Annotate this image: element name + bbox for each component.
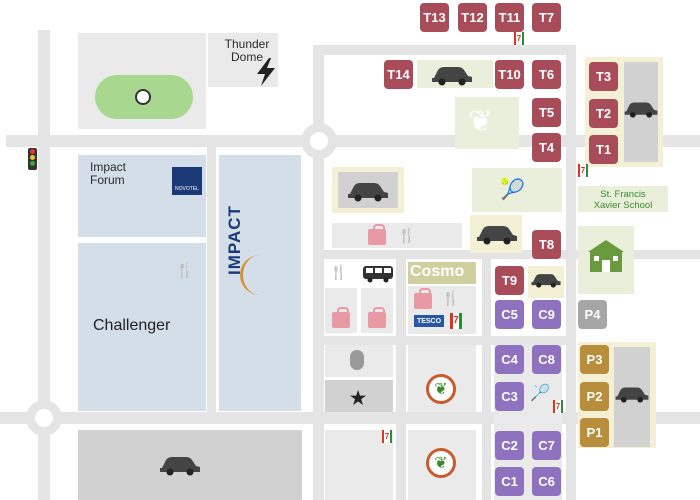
car-icon: [531, 274, 561, 288]
parking-tag-p1[interactable]: P1: [580, 418, 609, 447]
school-label-block: [578, 186, 668, 212]
parking-tag-c1[interactable]: C1: [495, 467, 524, 496]
tennis-icon: 🏸: [530, 385, 550, 402]
impact-forum-label: Impact Forum: [90, 160, 127, 187]
road-top-horizontal: [313, 45, 575, 55]
challenger-label: Challenger: [93, 317, 171, 334]
tesco-logo: TESCO: [414, 315, 444, 327]
car-icon: [624, 102, 658, 118]
parking-tag-t2[interactable]: T2: [589, 99, 618, 128]
impact-logo-arc: [240, 255, 263, 295]
parking-tag-t12[interactable]: T12: [458, 3, 487, 32]
shopping-bag-icon: [368, 307, 386, 328]
fork-knife-icon: 🍴: [442, 290, 460, 306]
seven-eleven-icon: 7: [553, 400, 563, 413]
parking-tag-c2[interactable]: C2: [495, 431, 524, 460]
parking-tag-c4[interactable]: C4: [495, 345, 524, 374]
parking-tag-t7[interactable]: T7: [532, 3, 561, 32]
seven-eleven-icon: 7: [382, 430, 392, 443]
shopping-bag-icon: [414, 288, 432, 309]
parking-tag-t9[interactable]: T9: [495, 266, 524, 295]
parking-tag-c9[interactable]: C9: [532, 300, 561, 329]
car-icon: [432, 67, 472, 86]
parking-tag-c5[interactable]: C5: [495, 300, 524, 329]
microphone-icon: [350, 350, 364, 370]
parking-tag-c8[interactable]: C8: [532, 345, 561, 374]
soccer-ball-icon: [135, 89, 151, 105]
tree-icon: ❦: [468, 105, 494, 138]
parking-tag-t6[interactable]: T6: [532, 60, 561, 89]
shopping-bag-icon: [368, 224, 386, 245]
thai-leaf-icon: ❦: [426, 448, 456, 478]
car-icon: [615, 387, 649, 403]
parking-tag-t5[interactable]: T5: [532, 98, 561, 127]
parking-tag-p3[interactable]: P3: [580, 345, 609, 374]
roundabout-top: [301, 123, 337, 159]
road-mid-horizontal: [313, 250, 700, 259]
traffic-light-icon: [28, 148, 37, 170]
car-icon: [348, 183, 388, 202]
fork-knife-icon: 🍴: [176, 262, 194, 278]
parking-tag-t1[interactable]: T1: [589, 135, 618, 164]
road-mid-vertical-west: [207, 147, 216, 412]
parking-tag-c6[interactable]: C6: [532, 467, 561, 496]
parking-tag-p4[interactable]: P4: [578, 300, 607, 329]
park-block: [455, 97, 519, 149]
bus-icon: [363, 266, 393, 283]
lightning-icon: [257, 58, 275, 86]
road-upper-horizontal: [6, 135, 700, 147]
parking-tag-p2[interactable]: P2: [580, 382, 609, 411]
tennis-block: [472, 168, 562, 212]
school-icon: [588, 240, 624, 272]
shopping-bag-icon: [332, 307, 350, 328]
shop-dining-strip: [332, 223, 462, 248]
parking-tag-t3[interactable]: T3: [589, 62, 618, 91]
school-label: St. Francis Xavier School: [593, 189, 653, 211]
parking-tag-t11[interactable]: T11: [495, 3, 524, 32]
road-west-vertical: [38, 30, 50, 500]
thai-leaf-icon: ❦: [426, 374, 456, 404]
road-inner-vertical: [396, 258, 406, 500]
road-inner-vertical-2: [482, 258, 491, 500]
thunder-dome-label: Thunder Dome: [224, 37, 270, 64]
fork-knife-icon: 🍴: [398, 227, 416, 243]
seven-eleven-icon: 7: [578, 164, 588, 177]
novotel-logo: NOVOTEL: [172, 167, 202, 195]
parking-tag-t13[interactable]: T13: [420, 3, 449, 32]
seven-eleven-icon: 7: [450, 313, 462, 329]
seven-eleven-icon: 7: [514, 32, 524, 45]
parking-tag-t4[interactable]: T4: [532, 133, 561, 162]
hall-block-2: [325, 380, 393, 412]
star-icon: ★: [350, 388, 367, 408]
fork-knife-icon: 🍴: [330, 264, 348, 280]
car-icon: [160, 457, 200, 476]
car-icon: [477, 226, 517, 245]
parking-tag-t10[interactable]: T10: [495, 60, 524, 89]
lower-block-1: [325, 430, 393, 500]
cosmo-label: Cosmo: [410, 263, 465, 280]
parking-tag-t8[interactable]: T8: [532, 230, 561, 259]
roundabout-bottom-left: [26, 400, 62, 436]
tennis-icon: 🎾: [500, 179, 525, 201]
road-center-vertical: [313, 45, 324, 500]
parking-tag-c7[interactable]: C7: [532, 431, 561, 460]
parking-tag-c3[interactable]: C3: [495, 382, 524, 411]
cosmo-label-block: [408, 262, 476, 284]
road-cosmo-horizontal: [313, 336, 573, 345]
road-east-vertical: [566, 45, 576, 500]
parking-tag-t14[interactable]: T14: [384, 60, 413, 89]
challenger-block: [78, 243, 206, 411]
